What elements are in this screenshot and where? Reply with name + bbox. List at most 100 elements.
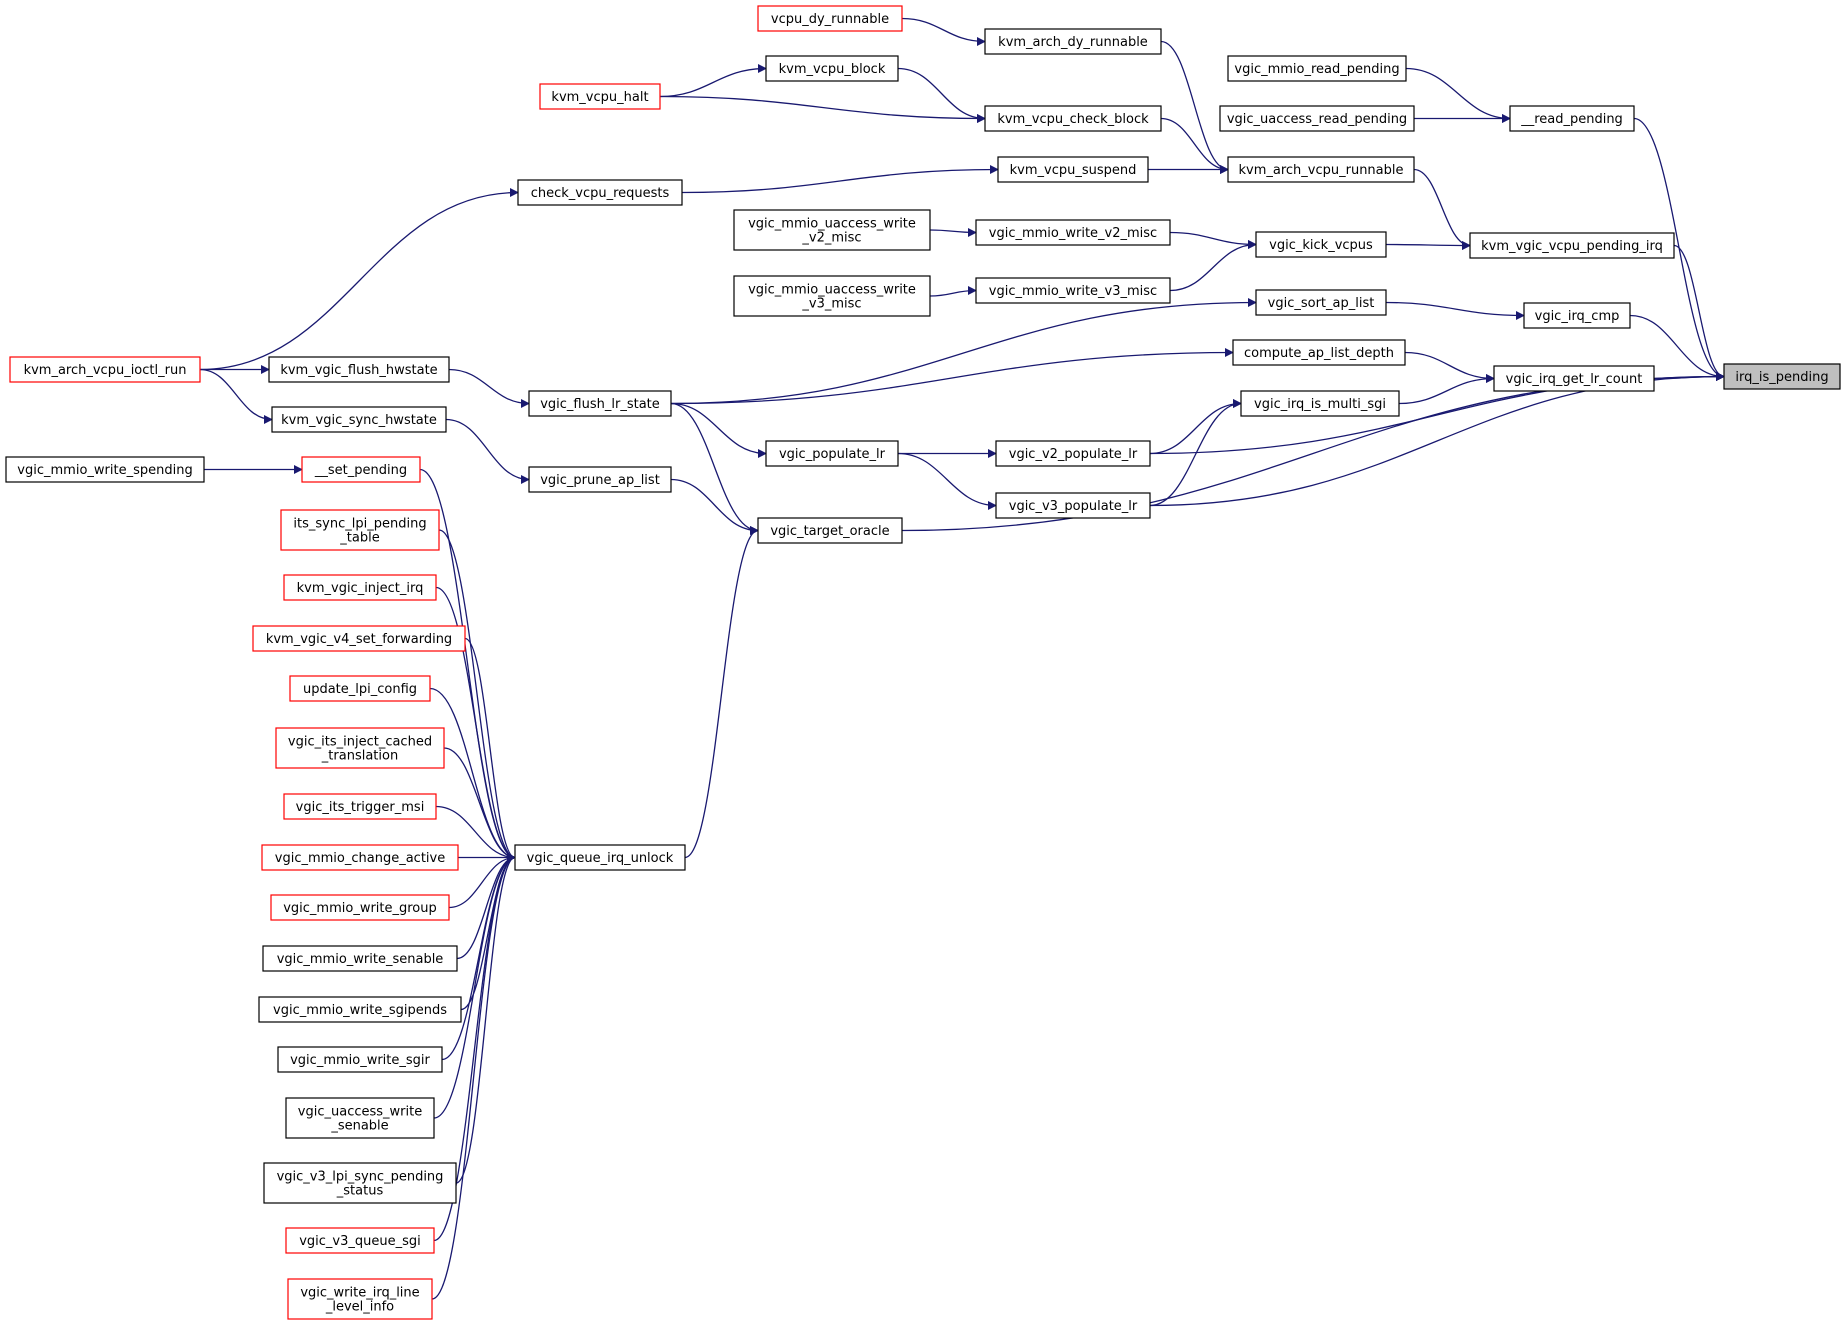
- node-vgic-v3-lpi-sync-pending-status[interactable]: vgic_v3_lpi_sync_pending_status: [263, 1162, 457, 1204]
- edge: [433, 853, 516, 1242]
- node-label: vgic_mmio_write_v3_misc: [989, 284, 1157, 299]
- node-vgic-kick-vcpus[interactable]: vgic_kick_vcpus: [1255, 231, 1387, 258]
- node-vgic-populate-lr[interactable]: vgic_populate_lr: [765, 440, 899, 467]
- node-label: _table: [339, 531, 379, 546]
- node-vgic-v3-queue-sgi[interactable]: vgic_v3_queue_sgi: [285, 1227, 435, 1254]
- edge: [438, 529, 516, 862]
- edge-kvm-arch-vcpu-ioctl-run-to-kvm-vgic-sync-hwstate: [199, 368, 273, 424]
- edge-kvm-vgic-vcpu-pending-irq-to-irq-is-pending: [1673, 244, 1725, 381]
- node-box: [271, 406, 447, 433]
- edge: [1673, 244, 1725, 381]
- node-vgic-mmio-write-sgipends[interactable]: vgic_mmio_write_sgipends: [258, 996, 462, 1023]
- node-kvm-vgic-flush-hwstate[interactable]: kvm_vgic_flush_hwstate: [268, 356, 450, 383]
- edge-kvm-vcpu-check-block-to-kvm-arch-vcpu-runnable: [1160, 117, 1229, 174]
- node-vgic-v3-populate-lr[interactable]: vgic_v3_populate_lr: [995, 492, 1151, 519]
- edge: [670, 348, 1234, 405]
- node-box: [995, 440, 1151, 467]
- node-box: [1232, 339, 1406, 366]
- node-set-pending[interactable]: __set_pending: [301, 456, 421, 483]
- node-kvm-vgic-v4-set-forwarding[interactable]: kvm_vgic_v4_set_forwarding: [252, 625, 466, 652]
- node-vgic-uaccess-write-senable[interactable]: vgic_uaccess_write_senable: [285, 1097, 435, 1139]
- edge: [199, 188, 519, 371]
- node-box: [765, 440, 899, 467]
- node-kvm-vgic-inject-irq[interactable]: kvm_vgic_inject_irq: [283, 574, 437, 601]
- node-kvm-vcpu-check-block[interactable]: kvm_vcpu_check_block: [984, 105, 1162, 132]
- edge: [1385, 301, 1525, 320]
- node-vgic-flush-lr-state[interactable]: vgic_flush_lr_state: [528, 390, 672, 417]
- node-vgic-prune-ap-list[interactable]: vgic_prune_ap_list: [528, 466, 672, 493]
- edge: [460, 853, 516, 1011]
- node-kvm-arch-vcpu-runnable[interactable]: kvm_arch_vcpu_runnable: [1227, 156, 1415, 183]
- node-vgic-its-trigger-msi[interactable]: vgic_its_trigger_msi: [283, 793, 437, 820]
- node-vgic-mmio-write-sgir[interactable]: vgic_mmio_write_sgir: [277, 1046, 443, 1073]
- node-box: [270, 894, 450, 921]
- node-vgic-mmio-write-senable[interactable]: vgic_mmio_write_senable: [262, 945, 458, 972]
- node-vgic-irq-cmp[interactable]: vgic_irq_cmp: [1523, 302, 1631, 329]
- edge: [670, 298, 1257, 405]
- node-box: [301, 456, 421, 483]
- node-label: vgic_queue_irq_unlock: [527, 851, 674, 866]
- edge: [1629, 314, 1725, 381]
- node-vcpu-dy-runnable[interactable]: vcpu_dy_runnable: [757, 5, 903, 32]
- node-box: [984, 105, 1162, 132]
- edge-vgic-sort-ap-list-to-vgic-irq-cmp: [1385, 301, 1525, 320]
- node-box: [285, 1227, 435, 1254]
- node-kvm-vcpu-suspend[interactable]: kvm_vcpu_suspend: [997, 156, 1149, 183]
- node-vgic-irq-get-lr-count[interactable]: vgic_irq_get_lr_count: [1493, 365, 1655, 392]
- edge-vgic-flush-lr-state-to-vgic-sort-ap-list: [670, 298, 1257, 405]
- node-box: [975, 219, 1171, 246]
- node-kvm-arch-vcpu-ioctl-run[interactable]: kvm_arch_vcpu_ioctl_run: [9, 356, 201, 383]
- node-its-sync-lpi-pending-table[interactable]: its_sync_lpi_pending_table: [280, 509, 440, 551]
- node-label: vgic_mmio_write_spending: [17, 463, 192, 478]
- node-check-vcpu-requests[interactable]: check_vcpu_requests: [517, 179, 683, 206]
- edge-kvm-vgic-flush-hwstate-to-vgic-flush-lr-state: [448, 368, 530, 408]
- edge: [464, 637, 516, 862]
- node-label: vgic_uaccess_read_pending: [1227, 112, 1407, 127]
- edge-vgic-flush-lr-state-to-vgic-target-oracle: [670, 402, 759, 535]
- edge: [929, 286, 977, 297]
- node-label: vgic_uaccess_write: [298, 1105, 422, 1120]
- node-vgic-mmio-uaccess-write-v3-misc[interactable]: vgic_mmio_uaccess_write_v3_misc: [733, 275, 931, 317]
- node-vgic-mmio-change-active[interactable]: vgic_mmio_change_active: [261, 844, 459, 871]
- edge-vgic-mmio-write-v3-misc-to-vgic-kick-vcpus: [1169, 240, 1257, 292]
- node-vgic-mmio-write-v2-misc[interactable]: vgic_mmio_write_v2_misc: [975, 219, 1171, 246]
- edge: [659, 95, 986, 123]
- node-layer: irq_is_pending __read_pending vgic_mmio_re…: [5, 5, 1841, 1320]
- edge-kvm-vcpu-halt-to-kvm-vcpu-check-block: [659, 95, 986, 123]
- node-kvm-vcpu-halt[interactable]: kvm_vcpu_halt: [539, 83, 661, 110]
- edge: [1169, 240, 1257, 292]
- node-vgic-its-inject-cached-translation[interactable]: vgic_its_inject_cached_translation: [275, 727, 445, 769]
- node-box: [289, 675, 431, 702]
- edge: [431, 853, 516, 1300]
- node-irq-is-pending[interactable]: irq_is_pending: [1723, 363, 1841, 390]
- edge-vgic-irq-cmp-to-irq-is-pending: [1629, 314, 1725, 381]
- node-vgic-mmio-write-v3-misc[interactable]: vgic_mmio_write_v3_misc: [975, 277, 1171, 304]
- node-box: [1255, 289, 1387, 316]
- node-kvm-vgic-vcpu-pending-irq[interactable]: kvm_vgic_vcpu_pending_irq: [1469, 232, 1675, 259]
- node-vgic-irq-is-multi-sgi[interactable]: vgic_irq_is_multi_sgi: [1240, 390, 1400, 417]
- node-vgic-target-oracle[interactable]: vgic_target_oracle: [757, 517, 903, 544]
- node-vgic-write-irq-line-level-info[interactable]: vgic_write_irq_line_level_info: [287, 1278, 433, 1320]
- node-label: kvm_vcpu_halt: [551, 90, 648, 105]
- node-vgic-mmio-read-pending[interactable]: vgic_mmio_read_pending: [1227, 55, 1407, 82]
- node-box: [261, 844, 459, 871]
- node-compute-ap-list-depth[interactable]: compute_ap_list_depth: [1232, 339, 1406, 366]
- edge: [435, 805, 516, 862]
- node-kvm-arch-dy-runnable[interactable]: kvm_arch_dy_runnable: [984, 28, 1162, 55]
- node-vgic-mmio-uaccess-write-v2-misc[interactable]: vgic_mmio_uaccess_write_v2_misc: [733, 209, 931, 251]
- node-vgic-mmio-write-group[interactable]: vgic_mmio_write_group: [270, 894, 450, 921]
- node-label: vgic_mmio_write_sgipends: [273, 1003, 447, 1018]
- node-vgic-sort-ap-list[interactable]: vgic_sort_ap_list: [1255, 289, 1387, 316]
- node-kvm-vcpu-block[interactable]: kvm_vcpu_block: [765, 55, 899, 82]
- node-update-lpi-config[interactable]: update_lpi_config: [289, 675, 431, 702]
- node-label: vgic_target_oracle: [770, 524, 889, 539]
- node-read-pending[interactable]: __read_pending: [1509, 105, 1635, 132]
- node-vgic-mmio-write-spending[interactable]: vgic_mmio_write_spending: [5, 456, 205, 483]
- node-label: vgic_irq_get_lr_count: [1506, 372, 1643, 387]
- edge-vgic-mmio-write-group-to-vgic-queue-irq-unlock: [448, 853, 516, 909]
- node-kvm-vgic-sync-hwstate[interactable]: kvm_vgic_sync_hwstate: [271, 406, 447, 433]
- node-vgic-v2-populate-lr[interactable]: vgic_v2_populate_lr: [995, 440, 1151, 467]
- node-vgic-uaccess-read-pending[interactable]: vgic_uaccess_read_pending: [1219, 105, 1415, 132]
- node-vgic-queue-irq-unlock[interactable]: vgic_queue_irq_unlock: [514, 844, 686, 871]
